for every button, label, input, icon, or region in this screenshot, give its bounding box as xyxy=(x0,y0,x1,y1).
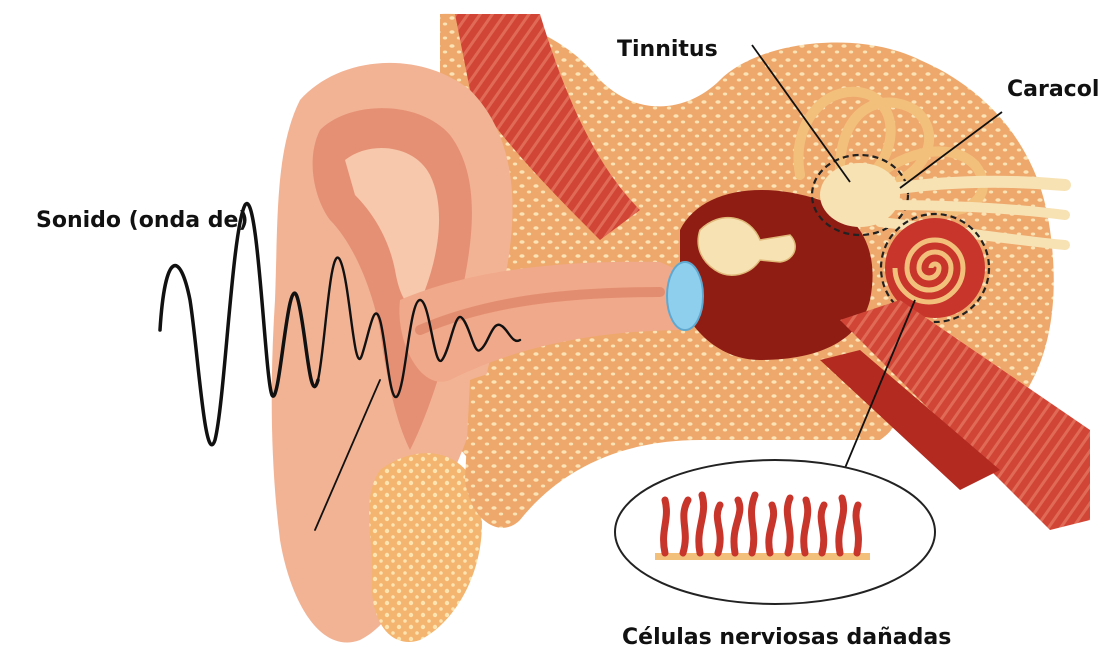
sound-wave-label: Sonido (onda de) xyxy=(36,208,249,233)
cochlea-label: Caracol xyxy=(1007,77,1099,102)
damaged-cells-inset xyxy=(615,460,935,604)
eardrum xyxy=(667,262,703,330)
ear-lobe xyxy=(369,453,482,642)
tinnitus-label: Tinnitus xyxy=(617,37,718,62)
damaged-cells-label: Células nerviosas dañadas xyxy=(622,625,951,650)
